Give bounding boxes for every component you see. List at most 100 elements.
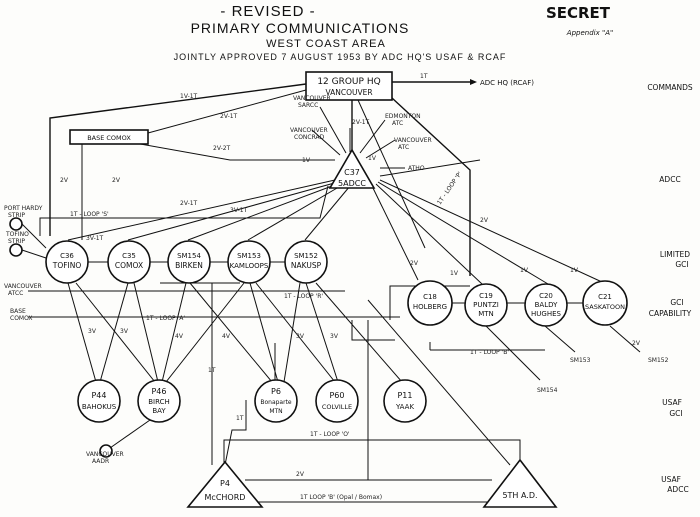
node-sm152-nakusp bbox=[284, 240, 328, 284]
node-base-comox bbox=[69, 129, 149, 145]
link-atho: ATHO bbox=[408, 165, 425, 172]
link-label-3v-c: 3V bbox=[296, 333, 305, 340]
link-sm154-out: SM154 bbox=[537, 387, 558, 394]
link-label-2v-f: 2V bbox=[296, 471, 305, 478]
link-sm153-out: SM153 bbox=[570, 357, 591, 364]
link-edmonton: EDMONTON bbox=[385, 113, 421, 120]
link-label-1t-b: 1T bbox=[208, 367, 216, 374]
node-p60-code: P60 bbox=[329, 391, 344, 400]
link-port-hardy-strip: STRIP bbox=[8, 212, 25, 219]
node-sm154-name: BIRKEN bbox=[175, 261, 203, 270]
node-p44-code: P44 bbox=[91, 391, 106, 400]
link-label-1v-d: 1V bbox=[520, 267, 529, 274]
title-approval-line: JOINTLY APPROVED 7 AUGUST 1953 BY ADC HQ… bbox=[174, 52, 507, 62]
link-loop-a: 1T - LOOP 'A' bbox=[146, 315, 185, 322]
title-primary-communications: PRIMARY COMMUNICATIONS bbox=[191, 20, 410, 36]
node-sm153-code: SM153 bbox=[237, 252, 261, 260]
node-c20-name-2: HUGHES bbox=[531, 310, 561, 318]
link-edmonton-atc: ATC bbox=[392, 120, 403, 127]
link-label-4v-a: 4V bbox=[175, 333, 184, 340]
link-adc-hq: ADC HQ (RCAF) bbox=[480, 79, 534, 87]
node-p11-yaak bbox=[383, 379, 427, 423]
node-c35-comox bbox=[107, 240, 151, 284]
link-label-2v1t-c: 2V-1T bbox=[180, 200, 198, 207]
link-label-1v-c: 1V bbox=[450, 270, 459, 277]
link-sm152-out: SM152 bbox=[648, 357, 669, 364]
node-base-comox-label: BASE COMOX bbox=[87, 134, 131, 142]
link-loop-p: 1T - LOOP 'P' bbox=[436, 170, 464, 206]
node-12-group-hq-label: 12 GROUP HQ bbox=[317, 77, 380, 87]
node-sm152-code: SM152 bbox=[294, 252, 318, 260]
link-tofino: TOFINO bbox=[5, 231, 29, 238]
node-p60-name: COLVILLE bbox=[322, 403, 352, 411]
link-concrad: CONCRAD bbox=[294, 134, 325, 141]
side-label-usaf-gci: GCI bbox=[669, 409, 682, 418]
node-p6-bonaparte bbox=[254, 379, 298, 423]
side-label-usaf-2: USAF bbox=[661, 475, 681, 484]
link-label-1v-e: 1V bbox=[570, 267, 579, 274]
link-label-1v-a: 1V bbox=[302, 157, 311, 164]
node-5th-ad bbox=[482, 458, 558, 508]
link-label-2v-b: 2V bbox=[112, 177, 121, 184]
node-c19-puntzi bbox=[464, 283, 508, 327]
node-12-group-hq-city: VANCOUVER bbox=[325, 88, 372, 97]
title-west-coast-area: WEST COAST AREA bbox=[266, 38, 386, 50]
link-aadr: AADR bbox=[92, 458, 109, 465]
link-loop-b-opal: 1T LOOP 'B' (Opal / Bomax) bbox=[300, 494, 382, 501]
node-c19-name: PUNTZI bbox=[473, 301, 499, 309]
link-label-3v-a: 3V bbox=[88, 328, 97, 335]
node-12-group-hq bbox=[305, 71, 393, 101]
node-p4-mcchord bbox=[186, 460, 264, 508]
link-label-2v-c: 2V bbox=[410, 260, 419, 267]
node-c35-name: COMOX bbox=[115, 261, 143, 270]
node-c36-tofino bbox=[45, 240, 89, 284]
node-tofino-strip bbox=[9, 243, 23, 257]
node-p4-code: P4 bbox=[220, 479, 230, 488]
link-vancouver-atc-2: ATC bbox=[398, 144, 409, 151]
node-c21-code: C21 bbox=[598, 293, 612, 301]
node-c18-name: HOLBERG bbox=[413, 303, 447, 311]
appendix-label: Appendix "A" bbox=[566, 29, 613, 37]
node-p6-name: Bonaparte bbox=[260, 399, 292, 406]
side-label-limited: LIMITED bbox=[660, 250, 690, 259]
title-revised: - REVISED - bbox=[220, 3, 315, 20]
link-loop-s: 1T - LOOP 'S' bbox=[70, 211, 109, 218]
link-label-2v-e: 2V bbox=[632, 340, 641, 347]
link-label-2v-d: 2V bbox=[480, 217, 489, 224]
node-c18-holberg bbox=[407, 280, 453, 326]
link-vancouver-atcc-2: ATCC bbox=[8, 290, 23, 297]
node-5th-ad-name: 5TH A.D. bbox=[502, 491, 537, 500]
link-base: BASE bbox=[10, 308, 26, 315]
node-c18-code: C18 bbox=[423, 293, 437, 301]
side-label-capability: CAPABILITY bbox=[649, 309, 692, 318]
link-sarcc: SARCC bbox=[298, 102, 318, 109]
link-loop-r: 1T - LOOP 'R' bbox=[284, 293, 323, 300]
link-label-1t: 1T bbox=[420, 73, 428, 80]
side-label-commands: COMMANDS bbox=[647, 83, 693, 92]
link-label-2v-a: 2V bbox=[60, 177, 69, 184]
link-label-1v-b: 1V bbox=[368, 155, 377, 162]
node-c20-code: C20 bbox=[539, 292, 553, 300]
node-p44-bahokus bbox=[77, 379, 121, 423]
link-label-2v1t: 2V-1T bbox=[220, 113, 238, 120]
node-c36-code: C36 bbox=[60, 252, 74, 260]
link-label-3v-b: 3V bbox=[120, 328, 129, 335]
node-sm154-code: SM154 bbox=[177, 252, 201, 260]
node-sm152-name: NAKUSP bbox=[291, 261, 322, 270]
node-port-hardy-strip bbox=[9, 217, 23, 231]
link-label-2v2t: 2V-2T bbox=[213, 145, 231, 152]
node-p6-code: P6 bbox=[271, 387, 281, 396]
node-p60-colville bbox=[315, 379, 359, 423]
link-label-1v1t: 1V-1T bbox=[180, 93, 198, 100]
link-label-2v1t-hq: 2V-1T bbox=[352, 119, 370, 126]
side-label-usaf-adcc: ADCC bbox=[667, 485, 688, 494]
side-label-adcc: ADCC bbox=[659, 175, 680, 184]
link-label-3v1t-b: 3V-1T bbox=[230, 207, 248, 214]
node-c19-code: C19 bbox=[479, 292, 493, 300]
link-label-3v-d: 3V bbox=[330, 333, 339, 340]
node-5-adcc bbox=[328, 148, 376, 189]
node-p11-name: YAAK bbox=[395, 403, 415, 411]
link-base-comox: COMOX bbox=[10, 315, 33, 322]
